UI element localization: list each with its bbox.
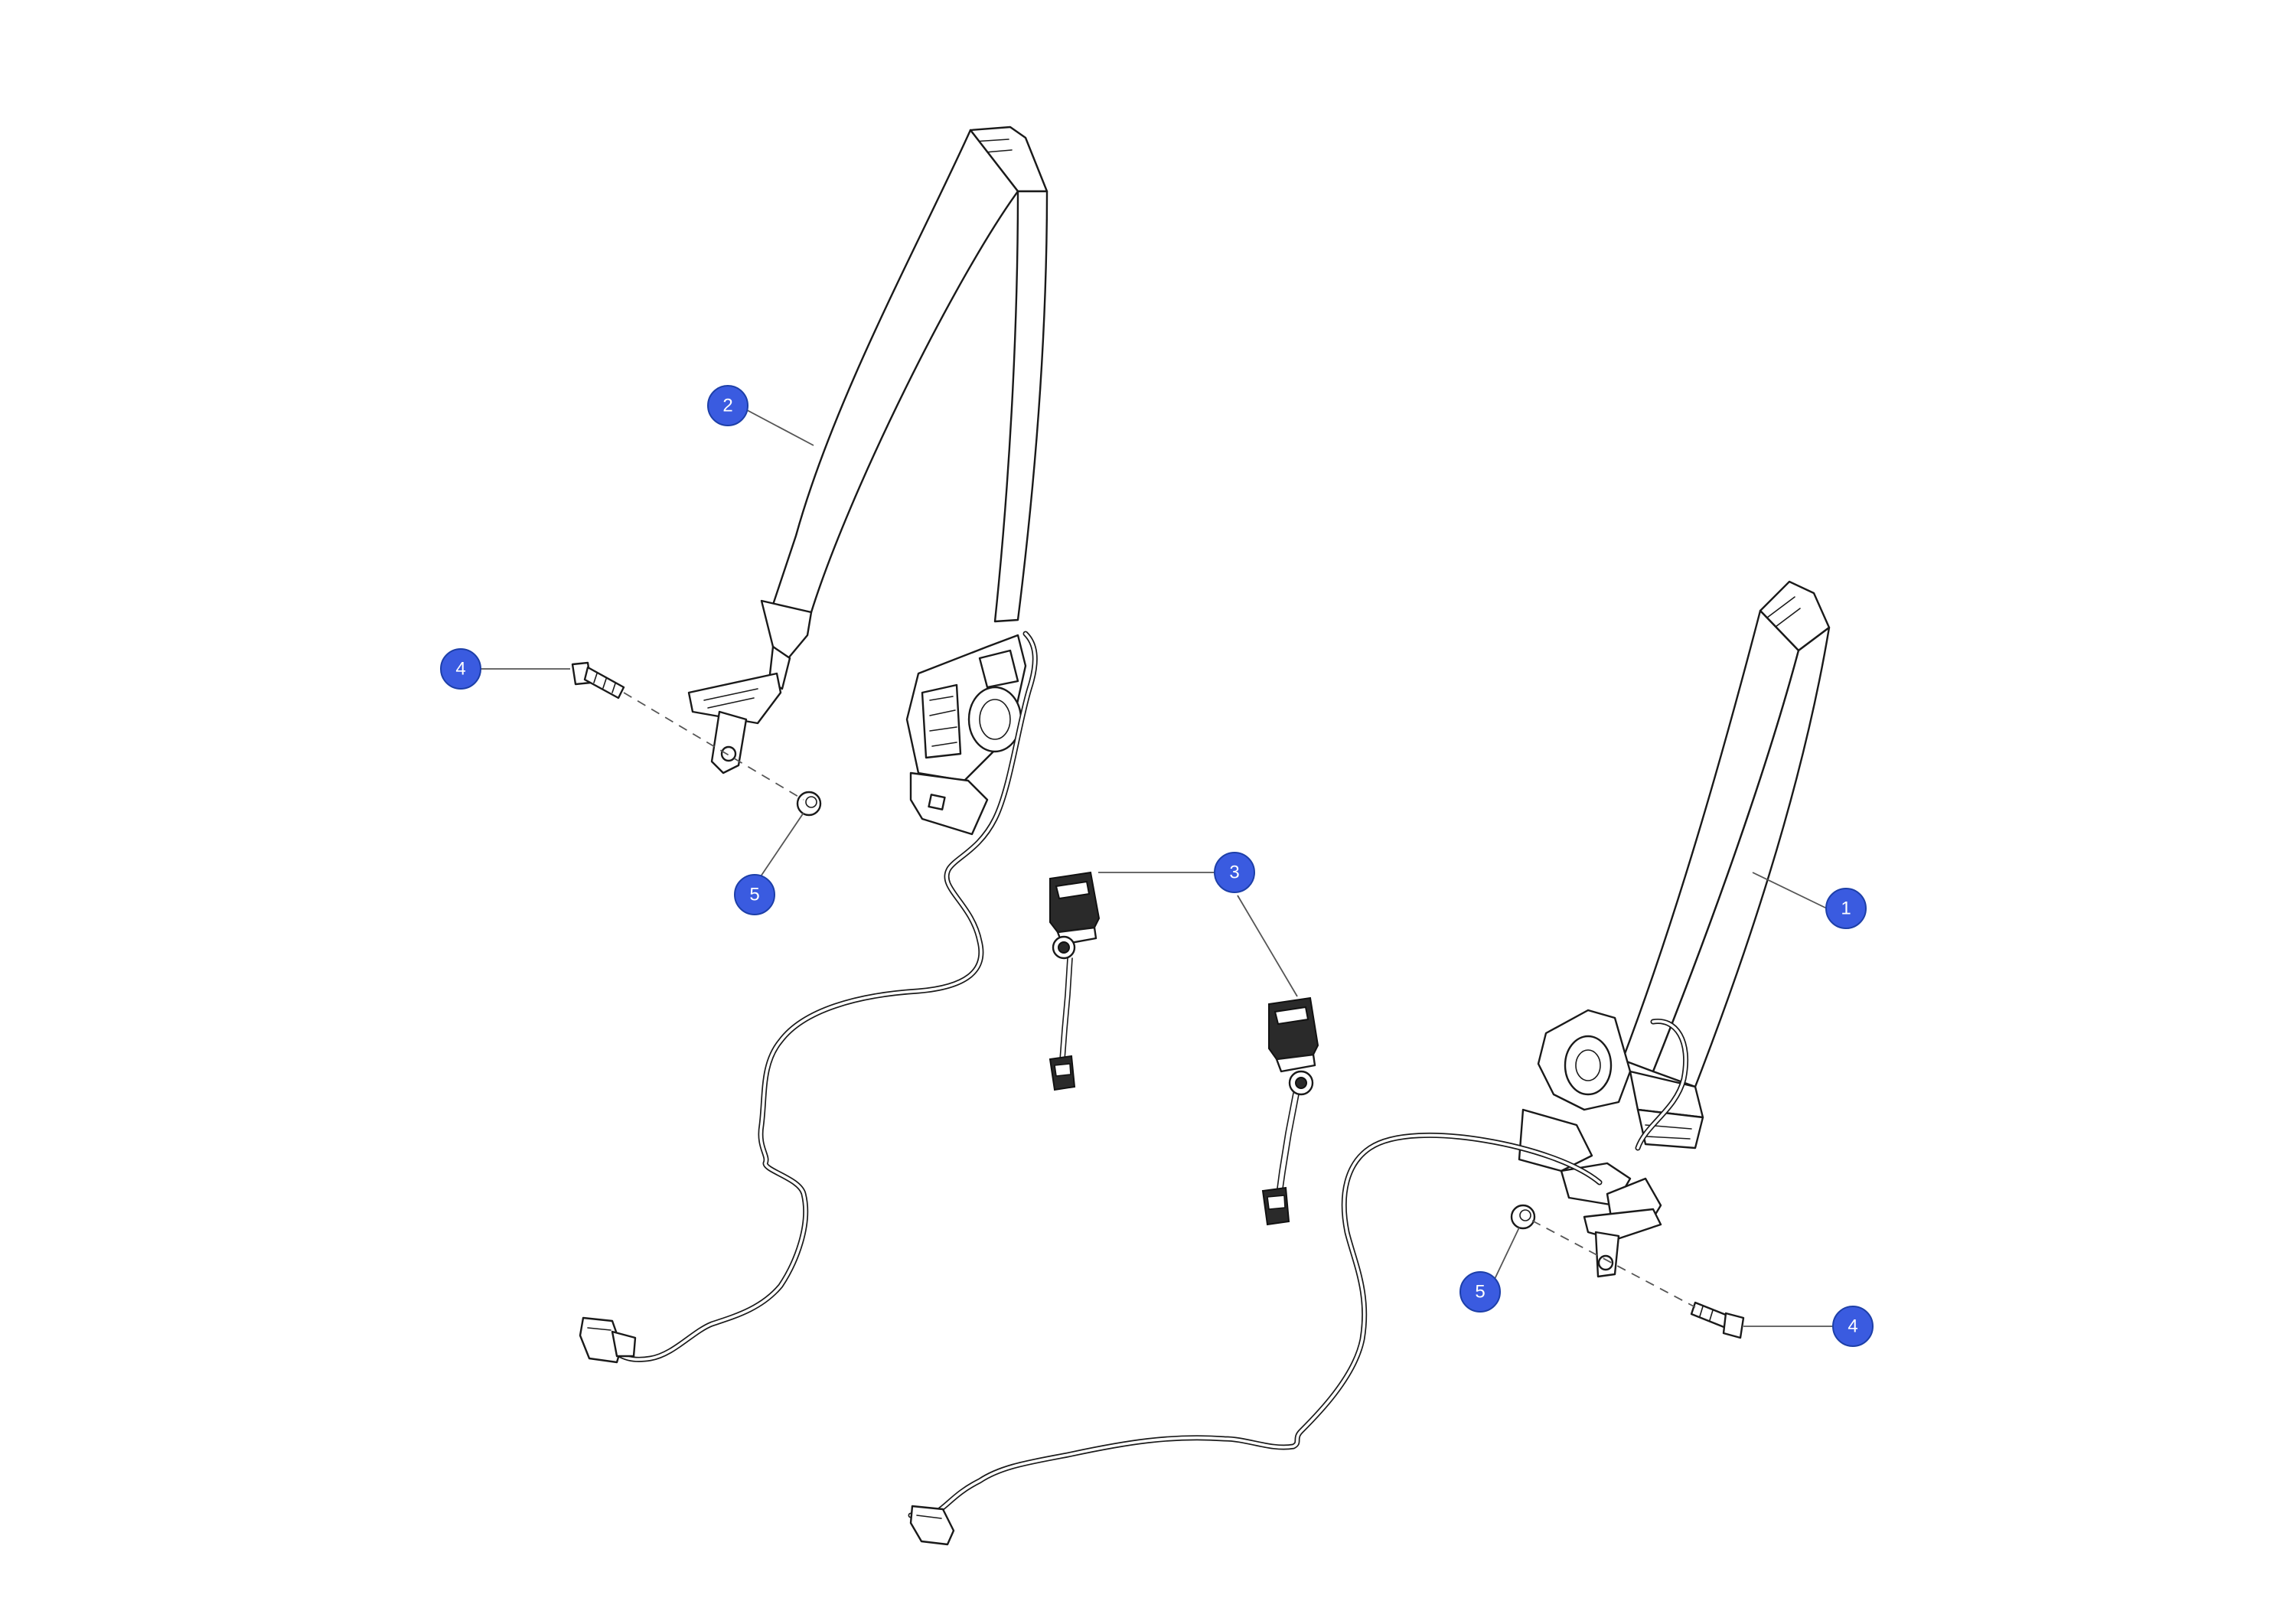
callout-5-left[interactable]: 5 bbox=[734, 874, 775, 915]
bolt-right bbox=[1690, 1301, 1745, 1339]
nut-left bbox=[796, 791, 822, 817]
callout-label: 3 bbox=[1229, 863, 1239, 883]
callout-4-right[interactable]: 4 bbox=[1832, 1306, 1874, 1347]
callout-circle bbox=[1825, 888, 1867, 929]
callout-circle bbox=[1459, 1271, 1501, 1313]
callout-label: 4 bbox=[1848, 1316, 1857, 1337]
assembly-axis-left bbox=[623, 692, 804, 801]
assembly-axis-right bbox=[1531, 1220, 1696, 1308]
buckle-upper bbox=[1049, 871, 1101, 1091]
callout-label: 5 bbox=[1475, 1282, 1485, 1303]
leader-2 bbox=[738, 405, 814, 446]
callout-circle bbox=[1832, 1306, 1874, 1347]
buckle-lower bbox=[1261, 996, 1319, 1226]
callout-3[interactable]: 3 bbox=[1214, 852, 1255, 893]
callout-label: 2 bbox=[722, 396, 732, 416]
leader-5-left bbox=[758, 812, 804, 879]
callout-label: 4 bbox=[455, 659, 465, 680]
leader-3b bbox=[1237, 895, 1298, 997]
callout-circle bbox=[1214, 852, 1255, 893]
callout-2[interactable]: 2 bbox=[707, 385, 748, 426]
callout-4-left[interactable]: 4 bbox=[440, 648, 481, 690]
seatbelt-assembly-left bbox=[579, 126, 1049, 1364]
callout-circle bbox=[734, 874, 775, 915]
nut-right bbox=[1510, 1204, 1536, 1230]
callout-circle bbox=[707, 385, 748, 426]
callout-5-right[interactable]: 5 bbox=[1459, 1271, 1501, 1313]
callout-label: 5 bbox=[749, 885, 759, 905]
callout-1[interactable]: 1 bbox=[1825, 888, 1867, 929]
leader-1 bbox=[1752, 872, 1828, 909]
callout-label: 1 bbox=[1841, 898, 1851, 919]
seatbelt-assembly-right bbox=[908, 580, 1831, 1546]
callout-circle bbox=[440, 648, 481, 690]
bolt-left bbox=[571, 661, 625, 699]
